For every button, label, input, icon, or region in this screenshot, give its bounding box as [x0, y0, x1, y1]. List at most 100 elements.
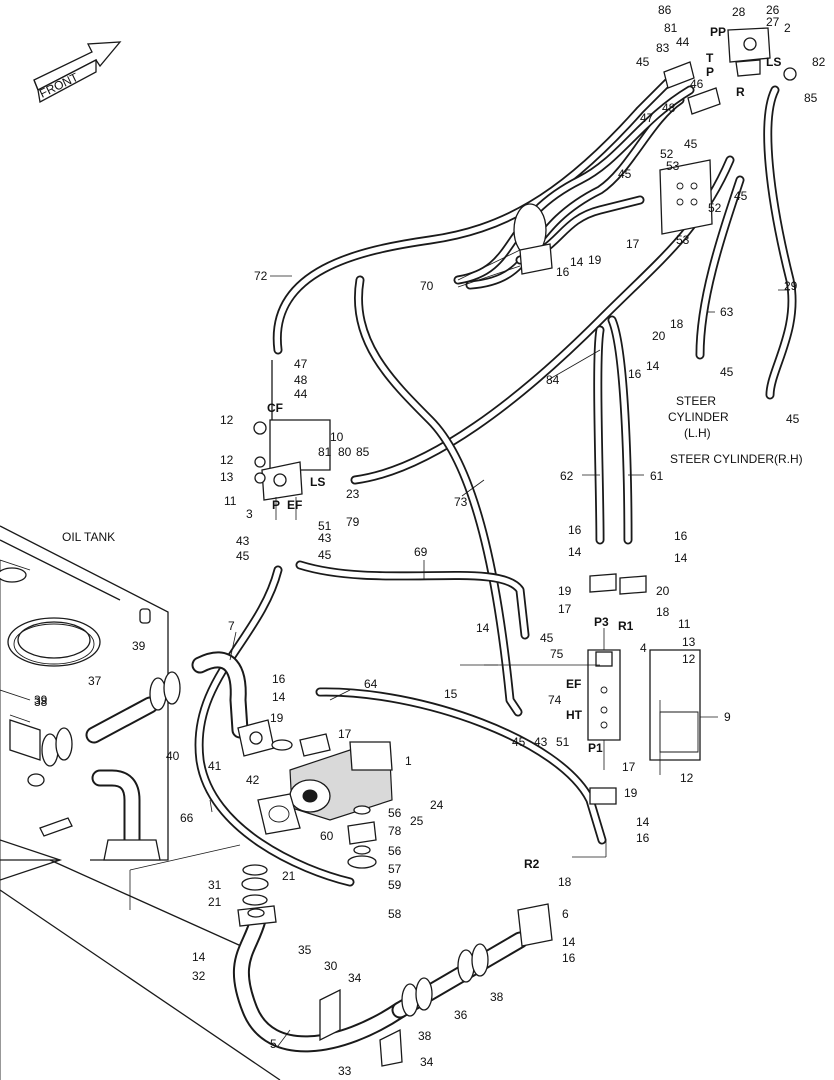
callout: 4 [640, 641, 647, 655]
callout: 35 [298, 943, 312, 957]
callout: 27 [766, 15, 780, 29]
callout: 66 [180, 811, 194, 825]
callout: 56 [388, 844, 402, 858]
callout: 14 [570, 255, 584, 269]
callout: 45 [720, 365, 734, 379]
callout: 59 [388, 878, 402, 892]
callout: 12 [682, 652, 696, 666]
callout: 57 [388, 862, 402, 876]
callout: 14 [646, 359, 660, 373]
port-pp: PP [710, 25, 726, 39]
control-valve-block [587, 573, 701, 805]
port-ef-right: EF [566, 677, 581, 691]
callout: 61 [650, 469, 664, 483]
callout: 81 [664, 21, 678, 35]
callout: 60 [320, 829, 334, 843]
callout: 30 [324, 959, 338, 973]
hoses [194, 75, 797, 887]
callout: 16 [562, 951, 576, 965]
callout: 1 [405, 754, 412, 768]
callout: 23 [346, 487, 360, 501]
callout: 26 [766, 3, 780, 17]
callout: 16 [674, 529, 688, 543]
callout: 2 [784, 21, 791, 35]
callout: 79 [346, 515, 360, 529]
callout: 75 [550, 647, 564, 661]
port-t: T [706, 51, 714, 65]
callout: 40 [166, 749, 180, 763]
port-cf: CF [267, 401, 283, 415]
callout: 38 [418, 1029, 432, 1043]
suction-pipe-assembly [41, 651, 553, 1067]
callout: 86 [658, 3, 672, 17]
port-ef-mid: EF [287, 498, 302, 512]
callout: 33 [338, 1064, 352, 1078]
callout: 29 [784, 279, 798, 293]
callout: 14 [476, 621, 490, 635]
oil-tank-label: OIL TANK [62, 530, 115, 544]
leader-lines [129, 249, 790, 1047]
callout: 17 [558, 602, 572, 616]
callout: 14 [568, 545, 582, 559]
callout: 42 [246, 773, 260, 787]
callout: 20 [656, 584, 670, 598]
callout: 72 [254, 269, 268, 283]
callout: 73 [454, 495, 468, 509]
callout: 7 [228, 619, 235, 633]
callout: 14 [562, 935, 576, 949]
callout: 64 [364, 677, 378, 691]
callout: 47 [640, 111, 654, 125]
callout: 16 [636, 831, 650, 845]
port-ls-mid: LS [310, 475, 325, 489]
callout: 17 [622, 760, 636, 774]
callout: 6 [562, 907, 569, 921]
port-labels: PP T P LS R CF LS P EF P3 R1 EF HT P1 R2 [267, 25, 781, 871]
callout: 70 [420, 279, 434, 293]
callout: 16 [556, 265, 570, 279]
callout: 47 [294, 357, 308, 371]
callout: 9 [724, 710, 731, 724]
callout: 34 [420, 1055, 434, 1069]
callout: 62 [560, 469, 574, 483]
callout: 51 [556, 735, 570, 749]
callout: 45 [512, 735, 526, 749]
callout: 25 [410, 814, 424, 828]
callout: 34 [348, 971, 362, 985]
callout: 12 [680, 771, 694, 785]
callout: 48 [662, 101, 676, 115]
callout: 19 [270, 711, 284, 725]
callout: 63 [720, 305, 734, 319]
callout: 18 [670, 317, 684, 331]
callout: 45 [636, 55, 650, 69]
callout: 18 [558, 875, 572, 889]
callout: 10 [330, 430, 344, 444]
port-p-mid: P [272, 498, 280, 512]
priority-valve [253, 360, 331, 501]
callout: 84 [546, 373, 560, 387]
callout: 43 [236, 534, 250, 548]
callout: 46 [690, 77, 704, 91]
callout: 45 [684, 137, 698, 151]
callout: 44 [294, 387, 308, 401]
callout: 36 [454, 1008, 468, 1022]
callout: 13 [220, 470, 234, 484]
callout: 14 [192, 950, 206, 964]
callout: 12 [220, 413, 234, 427]
steer-bracket [513, 159, 713, 275]
callout: 20 [652, 329, 666, 343]
callout: 19 [624, 786, 638, 800]
port-p3: P3 [594, 615, 609, 629]
callout: 16 [272, 672, 286, 686]
port-ls-top: LS [766, 55, 781, 69]
port-p-top: P [706, 65, 714, 79]
annotation-texts: STEER CYLINDER (L.H) STEER CYLINDER(R.H) [668, 394, 803, 466]
callout: 45 [734, 189, 748, 203]
callout: 24 [430, 798, 444, 812]
callout: 28 [732, 5, 746, 19]
oil-tank: OIL TANK [0, 525, 281, 1080]
callout: 39 [34, 693, 48, 707]
callout: 80 [338, 445, 352, 459]
port-r-top: R [736, 85, 745, 99]
callout: 14 [272, 690, 286, 704]
